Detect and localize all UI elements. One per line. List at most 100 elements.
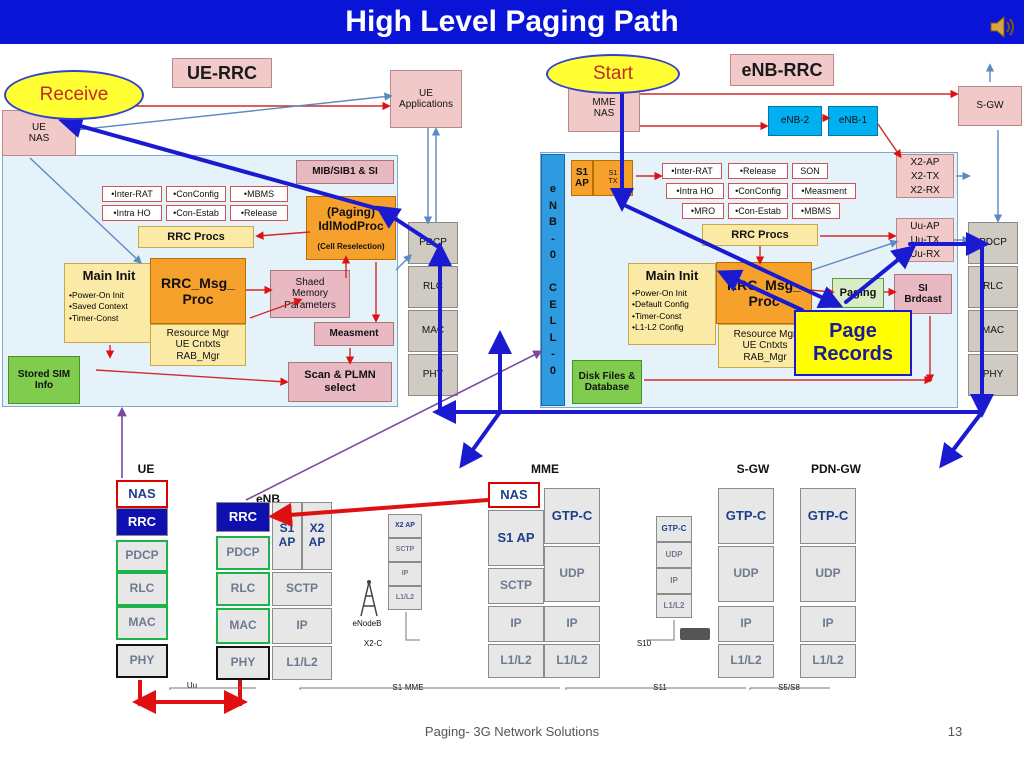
enb-small-layer: IP (388, 562, 422, 586)
title-bar (0, 0, 1024, 44)
enb-feature-item: •Con-Estab (728, 203, 788, 219)
ue-feature-item: •Con-Estab (166, 205, 226, 221)
enb-feature-item: •MBMS (792, 203, 840, 219)
receive-callout: Receive (4, 70, 144, 120)
ue-stack-layer: PHY (408, 354, 458, 396)
x2-item: X2-AP (910, 157, 940, 169)
ue-stack-layer: MAC (408, 310, 458, 352)
ue-main-init-box: Main Init •Power-On Init •Saved Context … (64, 263, 154, 343)
ue-resource-mgr-box: Resource Mgr UE Cntxts RAB_Mgr (150, 324, 246, 366)
ue-feature-item: •MBMS (230, 186, 288, 202)
enb-side-layer: L1/L2 (272, 646, 332, 680)
sgw-layer-stack: GTP-C UDP IP L1/L2 (718, 480, 778, 680)
enb-feature-item: •Release (728, 163, 788, 179)
ue-layer: NAS (116, 480, 168, 508)
uu-item: Uu-RX (909, 249, 940, 261)
mme-layer: GTP-C (544, 488, 600, 544)
ue-layer: RLC (116, 572, 168, 606)
mme-layer: NAS (488, 482, 540, 508)
ue-applications-box: UE Applications (390, 70, 462, 128)
enb-rrc-procs-box: RRC Procs (702, 224, 818, 246)
pdngw-layer: IP (800, 606, 856, 642)
ue-rrc-heading: UE-RRC (172, 58, 272, 88)
sgw-layer: GTP-C (718, 488, 774, 544)
ue-paging-proc-label: (Paging) IdlModProc (318, 205, 384, 233)
mme-small-stack: GTP-C UDP IP L1/L2 (656, 516, 694, 620)
x2-box: X2-AP X2-TX X2-RX (896, 154, 954, 198)
enb-side-layer: IP (272, 608, 332, 644)
enb-feature-item: •Measment (792, 183, 856, 199)
s1-ap-box: S1 AP (571, 160, 593, 196)
enb-disk-files-box: Disk Files & Database (572, 360, 642, 404)
enb-layer: PDCP (216, 536, 270, 570)
ue-layer: MAC (116, 606, 168, 640)
footer-text: Paging- 3G Network Solutions (424, 723, 600, 739)
ue-layer-stack: NAS RRC PDCP RLC MAC PHY (116, 480, 170, 708)
enb-feature-item: SON (792, 163, 828, 179)
page-records-callout: Page Records (794, 310, 912, 376)
enodeb-tower-icon (352, 578, 386, 618)
mme-layer: S1 AP (488, 510, 544, 566)
enb-feature-grid: •Inter-RAT •Release SON •Intra HO •ConCo… (662, 163, 862, 219)
enb-small-stack: X2 AP SCTP IP L1/L2 (388, 514, 424, 610)
pdngw-layer: L1/L2 (800, 644, 856, 678)
enb-layer: RRC (216, 502, 270, 532)
ue-rrc-msg-proc-box: RRC_Msg_ Proc (150, 258, 246, 324)
mme-layer: IP (544, 606, 600, 642)
mme-node-label: MME (531, 462, 559, 477)
enb-feature-item: •Intra HO (666, 183, 724, 199)
x2-item: X2-TX (910, 171, 940, 183)
pdngw-layer-stack: GTP-C UDP IP L1/L2 (800, 480, 860, 680)
ue-shaed-memory-box: Shaed Memory Parameters (270, 270, 350, 318)
enb-feature-item: •ConConfig (728, 183, 788, 199)
iface-label: Uu (186, 681, 198, 691)
enb-layer: MAC (216, 608, 270, 644)
ue-feature-grid: •Inter-RAT •ConConfig •MBMS •Intra HO •C… (102, 186, 292, 222)
enb-small-layer: SCTP (388, 538, 422, 562)
ue-measment-box: Measment (314, 322, 394, 346)
ue-feature-item: •Inter-RAT (102, 186, 162, 202)
enb-protocol-stack: PDCP RLC MAC PHY (968, 222, 1020, 402)
mme-layer: L1/L2 (488, 644, 544, 678)
enb-rrc-heading: eNB-RRC (730, 54, 834, 86)
mib-sib-box: MIB/SIB1 & SI (296, 160, 394, 184)
ue-layer: RRC (116, 508, 168, 536)
enb-small-layer: X2 AP (388, 514, 422, 538)
enb-main-init-box: Main Init •Power-On Init •Default Config… (628, 263, 716, 345)
ue-node-label: UE (137, 462, 155, 477)
mme-small-layer: L1/L2 (656, 594, 692, 618)
mme-layer: UDP (544, 546, 600, 602)
ue-stack-layer: RLC (408, 266, 458, 308)
x2-item: X2-RX (910, 185, 940, 197)
enb-main-init-title: Main Init (645, 267, 699, 283)
mme-layer: L1/L2 (544, 644, 600, 678)
sgw-node-label: S-GW (736, 462, 770, 477)
mme-layer: SCTP (488, 568, 544, 604)
enb-2-box: eNB-2 (768, 106, 822, 136)
enb-layer: RLC (216, 572, 270, 606)
slide-title: High Level Paging Path (345, 5, 679, 38)
ue-feature-item: •Release (230, 205, 288, 221)
pdngw-layer: GTP-C (800, 488, 856, 544)
pdngw-node-label: PDN-GW (811, 462, 861, 477)
enb-layer: PHY (216, 646, 270, 680)
enb-main-init-items: •Power-On Init •Default Config •Timer-Co… (632, 288, 689, 333)
mme-small-layer: IP (656, 568, 692, 594)
ue-layer: PHY (116, 644, 168, 678)
speaker-icon[interactable] (988, 14, 1016, 40)
enb-small-layer: L1/L2 (388, 586, 422, 610)
ue-scan-plmn-box: Scan & PLMN select (288, 362, 392, 402)
mme-layer: IP (488, 606, 544, 642)
enb-side-layer: SCTP (272, 572, 332, 606)
iface-label: X2-C (363, 639, 383, 649)
uu-item: Uu-AP (910, 221, 940, 233)
pdngw-layer: UDP (800, 546, 856, 602)
enb-feature-item: •MRO (682, 203, 724, 219)
iface-label: S10 (636, 639, 652, 649)
start-callout: Start (546, 54, 680, 94)
ue-stored-sim-box: Stored SIM Info (8, 356, 80, 404)
ue-feature-item: •Intra HO (102, 205, 162, 221)
enb-stack-layer: RLC (968, 266, 1018, 308)
enb-stack-layer: MAC (968, 310, 1018, 352)
